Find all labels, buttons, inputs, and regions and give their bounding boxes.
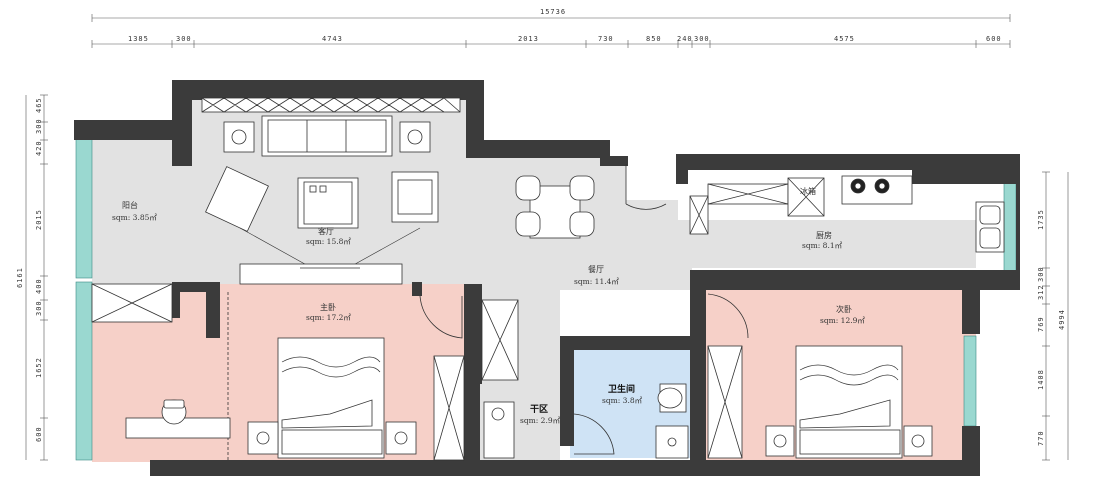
dim-right: 1735 bbox=[1037, 209, 1045, 230]
dim-left: 2015 bbox=[35, 209, 43, 230]
dim-overall: 15736 bbox=[540, 8, 566, 16]
dim-top: 4743 bbox=[322, 35, 343, 43]
dim-right: 300 bbox=[1037, 266, 1045, 282]
armchair-icon bbox=[205, 166, 269, 232]
dim-left: 300 bbox=[35, 300, 43, 316]
dim-top: 300 bbox=[176, 35, 192, 43]
dim-right: 769 bbox=[1037, 316, 1045, 332]
dim-top: 600 bbox=[986, 35, 1002, 43]
side-table-icon bbox=[223, 121, 255, 153]
armchair-icon bbox=[391, 171, 439, 223]
fridge-label: 冰箱 bbox=[800, 186, 816, 196]
dim-left: 1652 bbox=[35, 357, 43, 378]
bath-area: sqm: 3.8㎡ bbox=[602, 396, 643, 405]
living-area: sqm: 15.8㎡ bbox=[306, 237, 351, 246]
master-door-icon bbox=[419, 295, 463, 339]
dim-top: 850 bbox=[646, 35, 662, 43]
nightstand-icon bbox=[903, 425, 933, 457]
room-labels: 阳台 sqm: 3.85㎡ 客厅 sqm: 15.8㎡ 餐厅 sqm: 11.4… bbox=[112, 186, 865, 425]
dimension-labels: 15736 1385 300 4743 2013 730 850 240 300… bbox=[16, 8, 1066, 446]
dim-right: 770 bbox=[1037, 430, 1045, 446]
dim-top: 730 bbox=[598, 35, 614, 43]
dining-name: 餐厅 bbox=[588, 265, 604, 274]
entry-door-icon bbox=[625, 164, 667, 210]
second-door-icon bbox=[707, 293, 749, 339]
dim-left: 420 bbox=[35, 140, 43, 156]
bath-name: 卫生间 bbox=[608, 383, 635, 395]
master-bed-icon bbox=[247, 337, 417, 459]
dim-top: 2013 bbox=[518, 35, 539, 43]
dimension-lines bbox=[25, 14, 1069, 461]
dining-area: sqm: 11.4㎡ bbox=[574, 277, 619, 286]
dining-table-icon bbox=[515, 175, 595, 239]
shower-icon bbox=[655, 425, 689, 459]
dim-left: 600 bbox=[35, 426, 43, 442]
dry-area: sqm: 2.9㎡ bbox=[520, 416, 561, 425]
walls bbox=[74, 80, 1020, 476]
dim-top: 300 bbox=[694, 35, 710, 43]
sink-icon bbox=[975, 201, 1005, 253]
side-table-icon bbox=[399, 121, 431, 153]
dry-name: 干区 bbox=[530, 404, 548, 415]
master-name: 主卧 bbox=[320, 302, 336, 312]
dim-left-total: 6161 bbox=[16, 267, 24, 288]
furniture bbox=[91, 97, 1005, 461]
dim-left: 300 bbox=[35, 118, 43, 134]
nightstand-icon bbox=[385, 421, 417, 455]
second-name: 次卧 bbox=[836, 304, 852, 314]
kitchen-area: sqm: 8.1㎡ bbox=[802, 241, 843, 250]
bath-door-icon bbox=[573, 413, 615, 455]
dim-top: 1385 bbox=[128, 35, 149, 43]
master-area: sqm: 17.2㎡ bbox=[306, 313, 351, 322]
living-wardrobe-icon bbox=[201, 97, 461, 113]
dim-left: 465 bbox=[35, 97, 43, 113]
balcony-area: sqm: 3.85㎡ bbox=[112, 213, 157, 222]
nightstand-icon bbox=[247, 421, 279, 455]
dim-right: 1408 bbox=[1037, 369, 1045, 390]
second-bed-icon bbox=[765, 345, 933, 459]
dim-top: 240 bbox=[677, 35, 693, 43]
dim-top: 4575 bbox=[834, 35, 855, 43]
tv-cabinet-icon bbox=[239, 263, 403, 285]
basin-icon bbox=[483, 401, 515, 459]
dim-right-total: 4994 bbox=[1058, 309, 1066, 330]
kitchen-name: 厨房 bbox=[816, 230, 832, 240]
coffee-table-icon bbox=[297, 177, 359, 229]
dim-left: 400 bbox=[35, 278, 43, 294]
living-name: 客厅 bbox=[318, 226, 334, 236]
balcony-name: 阳台 bbox=[122, 200, 138, 210]
second-area: sqm: 12.9㎡ bbox=[820, 316, 865, 325]
nightstand-icon bbox=[765, 425, 795, 457]
dim-right: 312 bbox=[1037, 284, 1045, 300]
